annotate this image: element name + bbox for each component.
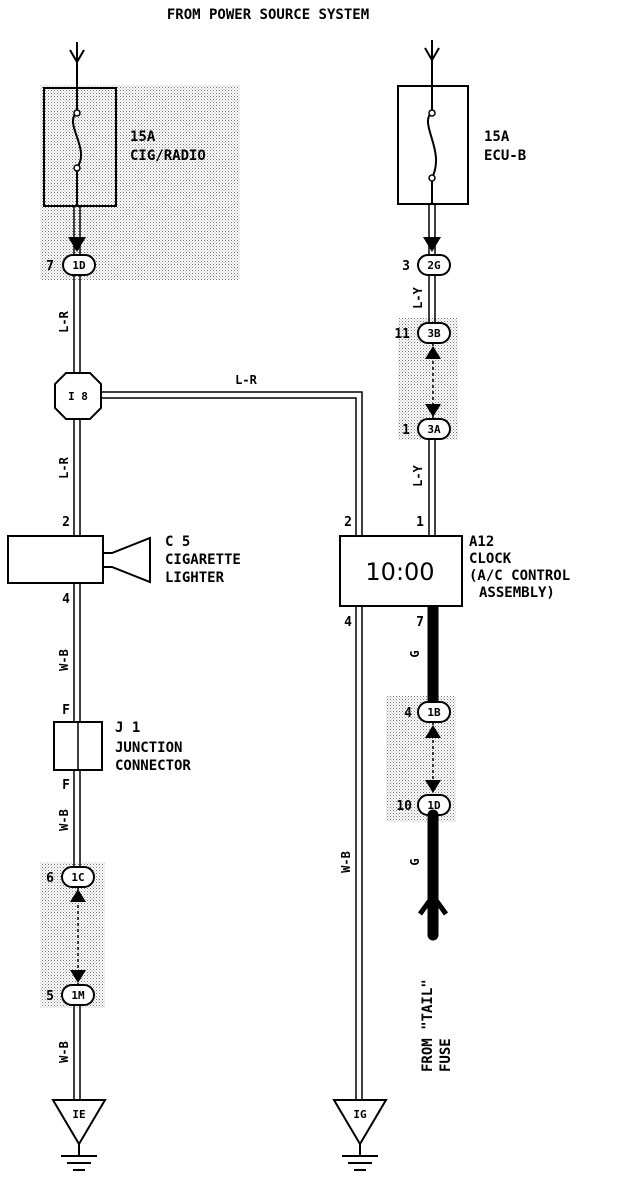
cig-lighter-pin-top: 2 [62, 515, 70, 530]
clock-pin-4: 4 [344, 615, 352, 630]
wire-label-ly-mid: L-Y [411, 464, 425, 486]
ground-ie-label: IE [72, 1108, 85, 1121]
conn-1m [61, 984, 95, 1006]
wire-label-ly-top: L-Y [411, 286, 425, 308]
fuse-ecu-name: ECU-B [484, 148, 526, 164]
conn-1c-pin: 6 [46, 871, 54, 886]
j1-name-1: JUNCTION [115, 740, 182, 756]
cig-lighter-name-2: LIGHTER [165, 570, 225, 586]
cig-lighter-horn [102, 536, 151, 584]
conn-1m-pin: 5 [46, 989, 54, 1004]
fuse-ecu-rating: 15A [484, 129, 510, 145]
chevron-1d-top [68, 237, 86, 252]
fuse-cig-name: CIG/RADIO [130, 148, 206, 164]
cig-lighter-code: C 5 [165, 534, 190, 550]
j1-code: J 1 [115, 720, 140, 736]
wire-label-lr-mid: L-R [57, 456, 71, 478]
wire-label-wb-4: W-B [339, 851, 353, 873]
source-line-2: FUSE [438, 1038, 454, 1072]
conn-1d-top [62, 254, 96, 276]
wire-i8-to-lighter [73, 419, 81, 536]
ground-ie-triangle [51, 1099, 107, 1146]
ground-ig-symbol [342, 1144, 378, 1171]
ground-ig-triangle [332, 1099, 388, 1146]
clock-name-1: CLOCK [469, 551, 512, 567]
wire-j1-to-1c [73, 770, 81, 867]
wire-2g-to-3b [428, 275, 436, 323]
clock-pin-1: 1 [416, 515, 424, 530]
conn-2g-code: 2G [427, 259, 441, 272]
cig-lighter-body [7, 535, 104, 584]
fuse-cig-node-bottom [73, 164, 81, 172]
wire-1d-to-i8 [73, 275, 81, 373]
conn-1b-pin: 4 [404, 706, 412, 721]
junction-i8 [54, 372, 102, 420]
conn-2g [417, 254, 451, 276]
wire-1m-to-ie [73, 1005, 81, 1100]
wire-lr-horizontal [101, 391, 363, 536]
chevron-3a-up [425, 404, 441, 417]
wire-label-g-2: G [408, 858, 422, 865]
wire-label-wb-2: W-B [57, 809, 71, 831]
wire-clock-to-ig [355, 606, 363, 1100]
clock-body [339, 535, 463, 607]
wire-label-wb-3: W-B [57, 1041, 71, 1063]
clock-name-2: (A/C CONTROL [469, 568, 570, 584]
j1-pin-top: F [62, 703, 70, 718]
clock-display: 10:00 [365, 558, 434, 586]
wire-label-wb-1: W-B [57, 649, 71, 671]
wire-lighter-to-j1 [73, 583, 81, 722]
conn-3b-pin: 11 [394, 327, 410, 342]
clock-code: A12 [469, 534, 494, 550]
fuse-ecu-node-bottom [428, 174, 436, 182]
fuse-ecu-node-top [428, 109, 436, 117]
fuse-cig-rating: 15A [130, 129, 156, 145]
conn-1d-top-pin: 7 [46, 259, 54, 274]
conn-3a-code: 3A [427, 423, 441, 436]
conn-3b [417, 322, 451, 344]
cig-lighter-name-1: CIGARETTE [165, 552, 241, 568]
junction-i8-code: I 8 [68, 390, 88, 403]
shade-fuse-cig [40, 85, 240, 280]
fuse-cig-node-top [73, 109, 81, 117]
conn-1m-code: 1M [71, 989, 85, 1002]
ground-ig-label: IG [353, 1108, 367, 1121]
clock-name-3: ASSEMBLY) [479, 585, 555, 601]
conn-2g-pin: 3 [402, 259, 410, 274]
conn-1c-code: 1C [71, 871, 84, 884]
chevron-2g [423, 237, 441, 252]
clock-pin-2: 2 [344, 515, 352, 530]
wire-label-g-1: G [408, 650, 422, 657]
j1-pin-bottom: F [62, 778, 70, 793]
arrow-in-left [69, 42, 85, 87]
chevron-1d-up [425, 780, 441, 793]
conn-3b-code: 3B [427, 327, 441, 340]
conn-1d-bottom-pin: 10 [396, 799, 412, 814]
clock-pin-7: 7 [416, 615, 424, 630]
diagram-title: FROM POWER SOURCE SYSTEM [167, 7, 369, 23]
wire-label-lr-horizontal: L-R [235, 373, 257, 387]
cig-lighter-pin-bottom: 4 [62, 592, 70, 607]
conn-3a [417, 418, 451, 440]
source-line-1: FROM "TAIL" [420, 979, 436, 1072]
chevron-3b-down [425, 346, 441, 359]
j1-name-2: CONNECTOR [115, 758, 191, 774]
conn-1d-top-code: 1D [72, 259, 86, 272]
wire-3a-to-clock [428, 439, 436, 536]
conn-3a-pin: 1 [402, 423, 410, 438]
chevron-1b-down [425, 725, 441, 738]
chevron-1c-down [70, 889, 86, 902]
chevron-1m-up [70, 970, 86, 983]
wire-label-lr-top: L-R [57, 310, 71, 332]
ground-ie-symbol [61, 1144, 97, 1171]
arrow-in-right [424, 40, 440, 85]
conn-1b-code: 1B [427, 706, 441, 719]
conn-1b [417, 701, 451, 723]
arrow-from-tail-fuse [417, 891, 449, 916]
conn-1d-bottom-code: 1D [427, 799, 441, 812]
